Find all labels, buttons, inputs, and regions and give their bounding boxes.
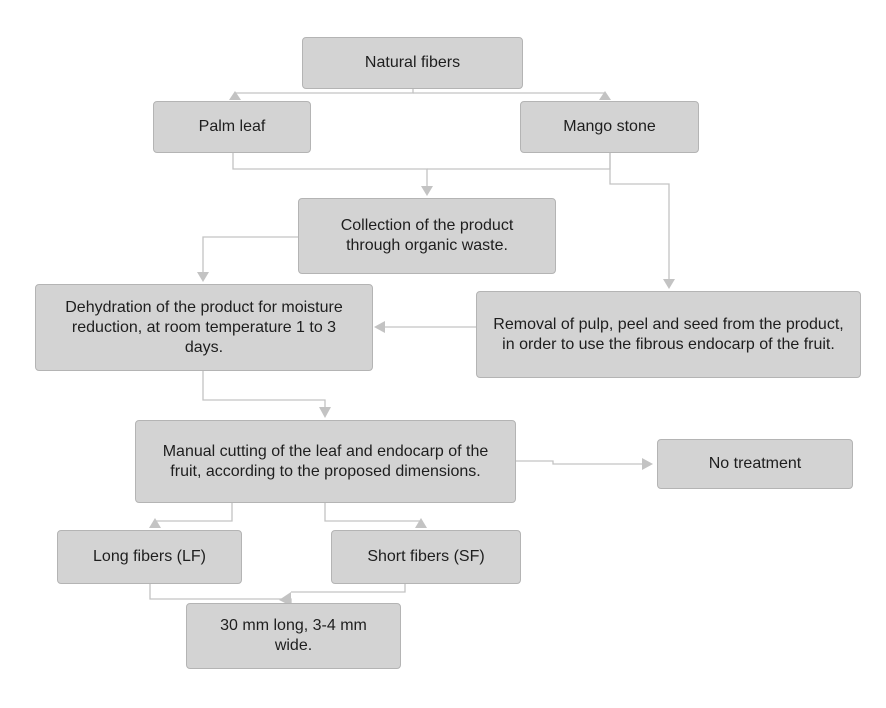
node-palm-leaf: Palm leaf bbox=[153, 101, 311, 153]
arrowhead bbox=[197, 272, 209, 282]
connector-cutting-to-notreatment bbox=[516, 460, 642, 465]
connector-cutting-to-long bbox=[154, 503, 233, 527]
arrowhead bbox=[663, 279, 675, 289]
node-collection: Collection of the product through organi… bbox=[298, 198, 556, 274]
connector-palm-to-collection bbox=[232, 153, 428, 186]
arrowhead bbox=[415, 518, 427, 528]
connector-mango-to-removal bbox=[609, 153, 670, 279]
arrowhead bbox=[642, 458, 653, 470]
node-dimensions: 30 mm long, 3-4 mm wide. bbox=[186, 603, 401, 669]
arrowhead bbox=[421, 186, 433, 196]
connector-mango-to-collection bbox=[427, 153, 611, 170]
node-natural-fibers: Natural fibers bbox=[302, 37, 523, 89]
node-long-fibers: Long fibers (LF) bbox=[57, 530, 242, 584]
connector-natural-to-mango bbox=[413, 92, 606, 99]
connector-short-to-dimensions bbox=[291, 584, 406, 593]
arrowhead bbox=[279, 592, 291, 606]
connector-long-to-dimensions bbox=[149, 584, 292, 605]
node-no-treatment: No treatment bbox=[657, 439, 853, 489]
connector-cutting-to-short bbox=[324, 503, 422, 527]
arrowhead bbox=[599, 91, 611, 100]
arrowhead bbox=[149, 518, 161, 528]
connector-dehydration-to-cutting bbox=[202, 371, 326, 407]
node-mango-stone: Mango stone bbox=[520, 101, 699, 153]
node-removal: Removal of pulp, peel and seed from the … bbox=[476, 291, 861, 378]
arrowhead bbox=[229, 91, 241, 100]
connector-collection-to-dehydration bbox=[202, 236, 298, 272]
node-manual-cutting: Manual cutting of the leaf and endocarp … bbox=[135, 420, 516, 503]
arrowhead bbox=[319, 407, 331, 418]
node-dehydration: Dehydration of the product for moisture … bbox=[35, 284, 373, 371]
connector-natural-to-palm bbox=[234, 89, 414, 99]
arrowhead bbox=[374, 321, 385, 333]
node-short-fibers: Short fibers (SF) bbox=[331, 530, 521, 584]
